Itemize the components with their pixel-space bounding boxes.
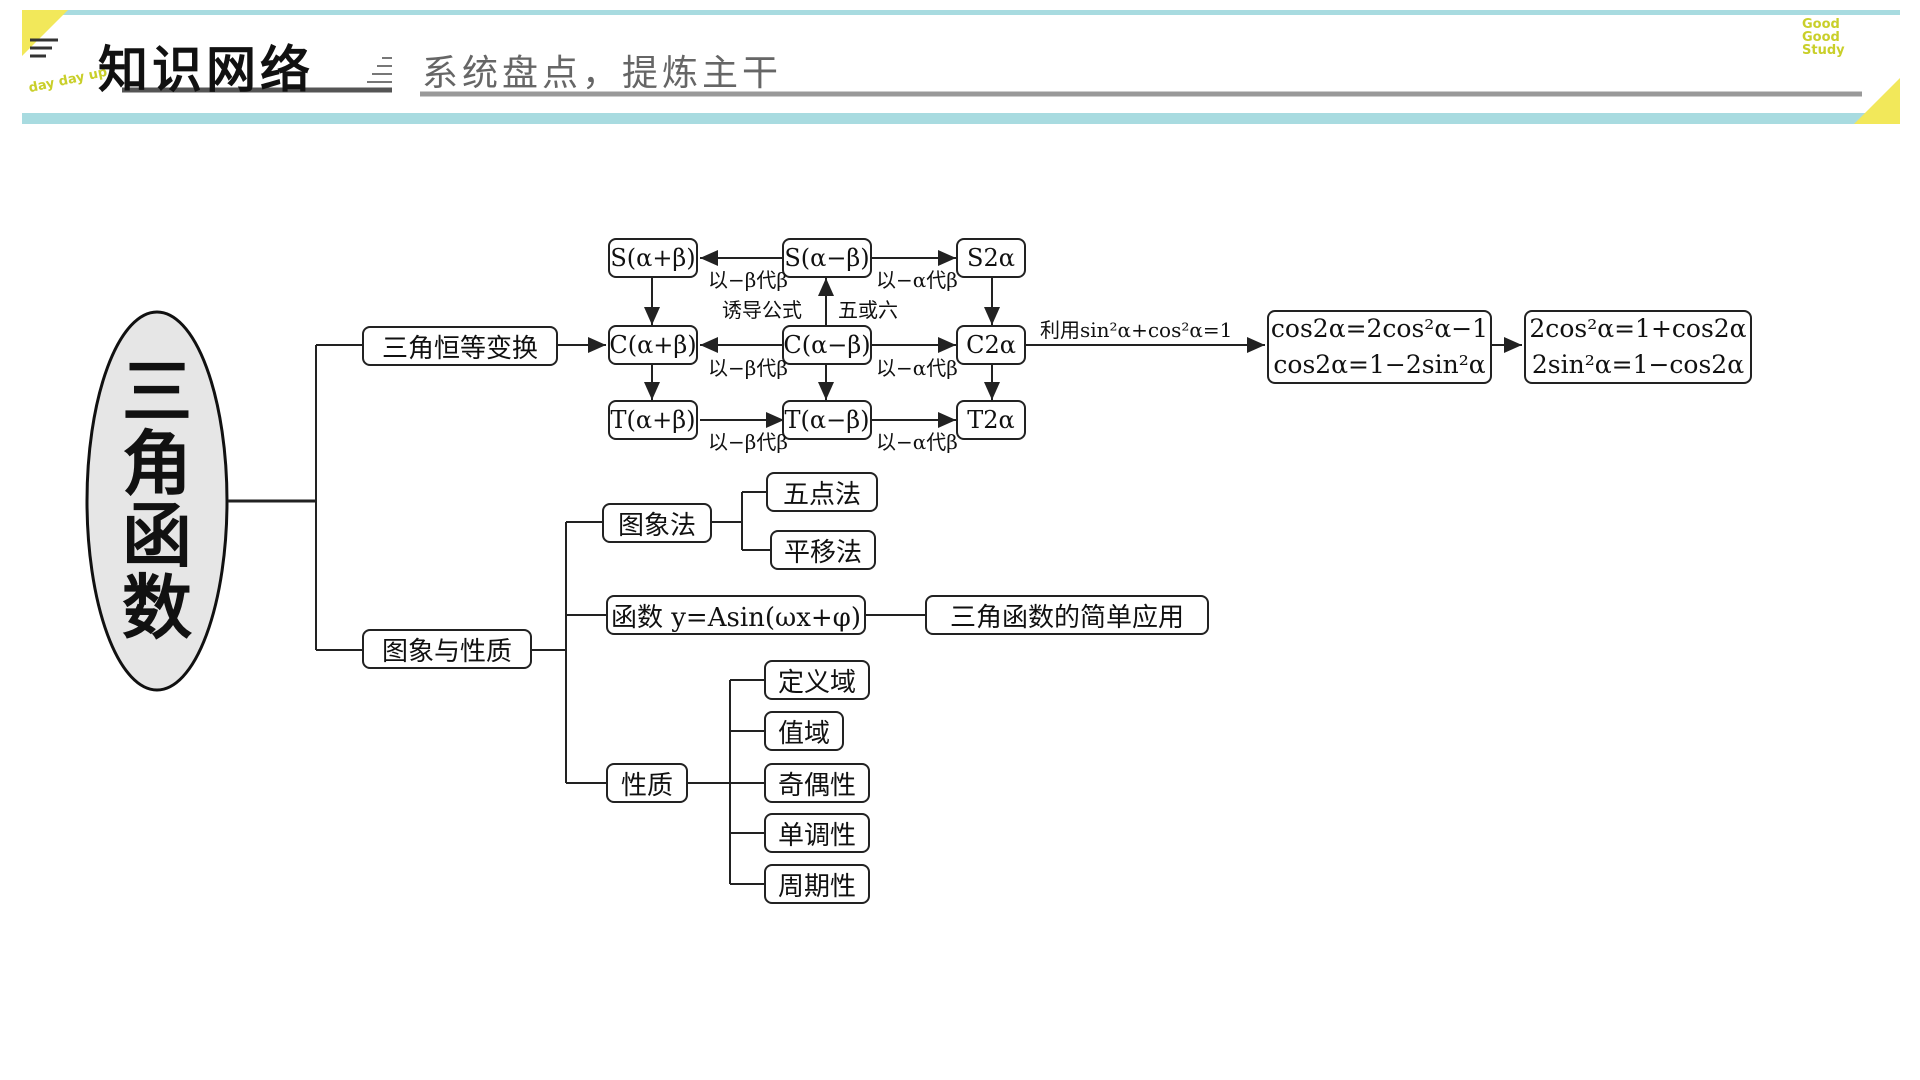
page-title: 知识网络	[98, 41, 314, 99]
power-reduction-line-1: 2cos²α=1+cos2α	[1529, 314, 1747, 343]
node-t-double: T2α	[956, 400, 1026, 440]
node-sine-function: 函数 y=Asin(ωx+φ)	[606, 595, 866, 635]
node-translation-method: 平移法	[770, 530, 876, 570]
node-c-double: C2α	[956, 325, 1026, 365]
node-power-reduction: 2cos²α=1+cos2α 2sin²α=1−cos2α	[1524, 310, 1752, 384]
edge-label-neg-alpha-bottom: 以−α代β	[876, 430, 958, 454]
edge-label-neg-beta-top: 以−β代β	[708, 268, 788, 292]
edge-label-neg-alpha-mid: 以−α代β	[876, 356, 958, 380]
good-good-study-badge: Good Good Study	[1802, 17, 1845, 58]
node-range: 值域	[764, 711, 844, 751]
banner-frame	[22, 10, 1900, 124]
power-reduction-line-2: 2sin²α=1−cos2α	[1531, 350, 1745, 379]
edge-label-neg-beta-bottom: 以−β代β	[708, 430, 788, 454]
edge-label-five-or-six: 五或六	[838, 298, 898, 322]
header-banner: day day up Good Good Study 知识网络 系统盘点，提炼主…	[22, 10, 1900, 124]
node-simple-applications: 三角函数的简单应用	[925, 595, 1209, 635]
page-subtitle: 系统盘点，提炼主干	[422, 53, 783, 94]
edge-label-neg-beta-mid: 以−β代β	[708, 356, 788, 380]
node-properties: 性质	[606, 763, 688, 803]
edge-label-pythagorean: 利用sin²α+cos²α=1	[1040, 318, 1233, 342]
edge-label-neg-alpha-top: 以−α代β	[876, 268, 958, 292]
node-s-diff: S(α−β)	[782, 238, 872, 278]
node-c-diff: C(α−β)	[782, 325, 872, 365]
node-c-sum: C(α+β)	[608, 325, 698, 365]
node-monotonicity: 单调性	[764, 813, 870, 853]
double-angle-line-2: cos2α=1−2sin²α	[1273, 350, 1486, 379]
node-t-sum: T(α+β)	[608, 400, 698, 440]
edge-label-induction: 诱导公式	[722, 298, 802, 322]
double-angle-line-1: cos2α=2cos²α−1	[1270, 314, 1489, 343]
node-graph-and-properties: 图象与性质	[362, 629, 532, 669]
node-graph-method: 图象法	[602, 503, 712, 543]
node-double-angle-cos: cos2α=2cos²α−1 cos2α=1−2sin²α	[1267, 310, 1492, 384]
node-s-sum: S(α+β)	[608, 238, 698, 278]
node-domain: 定义域	[764, 660, 870, 700]
node-s-double: S2α	[956, 238, 1026, 278]
node-five-point-method: 五点法	[766, 472, 878, 512]
root-node-label: 三角函数	[122, 350, 192, 649]
node-identity-transform: 三角恒等变换	[362, 326, 558, 366]
node-t-diff: T(α−β)	[782, 400, 872, 440]
node-parity: 奇偶性	[764, 763, 870, 803]
node-periodicity: 周期性	[764, 864, 870, 904]
